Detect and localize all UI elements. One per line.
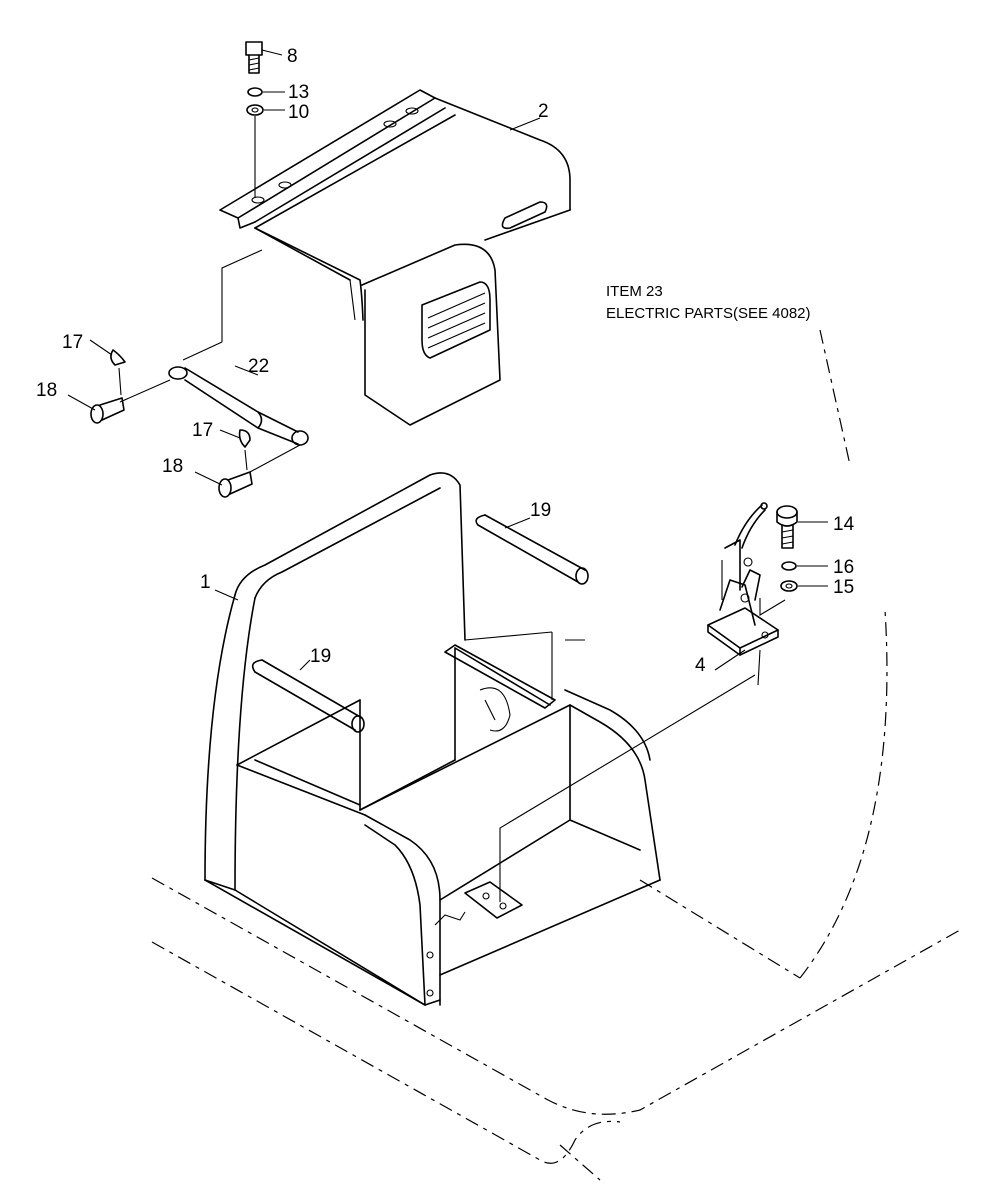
handrail-left <box>251 659 365 733</box>
label-part-8: 8 <box>287 46 298 67</box>
note-electric-parts: ELECTRIC PARTS(SEE 4082) <box>606 305 811 322</box>
gas-spring <box>119 341 309 473</box>
part-labels: 8 13 10 2 17 18 22 17 18 19 19 1 14 16 1… <box>36 46 855 676</box>
clip-17-b <box>219 429 251 471</box>
label-part-4: 4 <box>695 655 706 676</box>
seat-box <box>204 472 756 1006</box>
lock-lever <box>707 502 786 686</box>
label-part-18-a: 18 <box>36 380 57 401</box>
label-part-1: 1 <box>200 572 211 593</box>
label-part-14: 14 <box>833 514 855 535</box>
label-part-22: 22 <box>248 356 269 377</box>
bolt-top <box>245 41 283 74</box>
label-part-10: 10 <box>288 102 309 123</box>
leader-lines <box>214 117 541 671</box>
washer-13 <box>247 87 285 97</box>
washer-10 <box>246 104 285 116</box>
label-part-2: 2 <box>538 101 549 122</box>
label-part-16: 16 <box>833 557 854 578</box>
label-part-17-a: 17 <box>62 332 83 353</box>
pin-18-a <box>67 394 125 424</box>
label-part-19-b: 19 <box>310 646 331 667</box>
handrail-right <box>475 514 589 585</box>
bolt-14 <box>776 505 828 549</box>
pin-18-b <box>194 471 253 498</box>
electric-parts-note: ITEM 23 ELECTRIC PARTS(SEE 4082) <box>606 283 811 322</box>
label-part-19-a: 19 <box>530 500 551 521</box>
label-part-18-b: 18 <box>162 456 183 477</box>
floor-outline <box>151 329 961 1181</box>
label-part-13: 13 <box>288 82 309 103</box>
note-item-23: ITEM 23 <box>606 283 663 300</box>
seat-cover <box>219 89 571 426</box>
washer-15 <box>780 580 828 592</box>
washer-16 <box>781 561 828 571</box>
label-part-15: 15 <box>833 577 854 598</box>
label-part-17-b: 17 <box>192 420 213 441</box>
clip-17-a <box>89 339 126 396</box>
